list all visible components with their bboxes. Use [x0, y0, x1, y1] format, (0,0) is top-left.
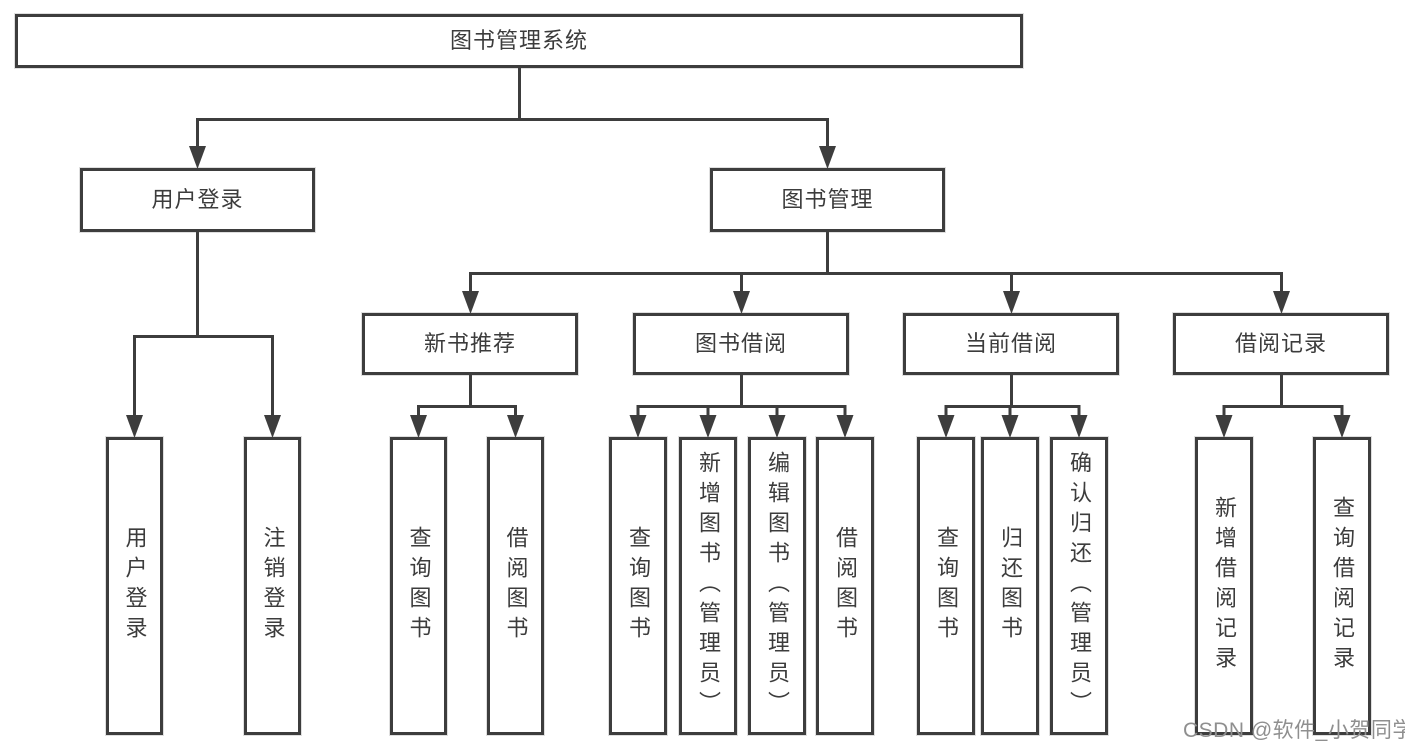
- leaf-nbr-borrow-books: 借阅图书: [487, 437, 544, 735]
- arrowhead-down: [1001, 415, 1019, 438]
- arrowhead-down: [1333, 415, 1351, 438]
- connector-line: [196, 68, 829, 148]
- leaf-bb-query-books: 查询图书: [609, 437, 667, 735]
- arrowhead-down: [629, 415, 647, 438]
- connector-line: [469, 232, 1283, 293]
- arrowhead-down: [1273, 291, 1290, 314]
- arrowhead-down: [1003, 291, 1020, 314]
- connector-new-book-recommendation-to-leaves: [410, 375, 524, 438]
- node-new-book-recommendation: 新书推荐: [362, 313, 578, 375]
- leaf-nbr-query-books: 查询图书: [390, 437, 447, 735]
- arrowhead-down: [836, 415, 854, 438]
- connector-line: [133, 232, 274, 418]
- leaf-bb-borrow-books: 借阅图书: [816, 437, 874, 735]
- node-book-management: 图书管理: [710, 168, 945, 232]
- connector-user-login-to-leaves: [126, 232, 281, 438]
- leaf-bb-add-books-admin: 新增图书（管理员）: [679, 437, 737, 735]
- arrowhead-down: [410, 415, 427, 438]
- leaf-br-add-borrow-record: 新增借阅记录: [1195, 437, 1253, 735]
- leaf-logout: 注销登录: [244, 437, 301, 735]
- arrowhead-down: [462, 291, 479, 314]
- connector-line: [1222, 375, 1344, 418]
- arrowhead-down: [768, 415, 786, 438]
- node-user-login: 用户登录: [80, 168, 315, 232]
- node-current-borrowing: 当前借阅: [903, 313, 1119, 375]
- arrowhead-down: [264, 415, 281, 438]
- leaf-br-query-borrow-record: 查询借阅记录: [1313, 437, 1371, 735]
- connector-line: [944, 375, 1081, 418]
- leaf-cb-query-books: 查询图书: [917, 437, 975, 735]
- leaf-user-login: 用户登录: [106, 437, 163, 735]
- arrowhead-down: [699, 415, 717, 438]
- connector-line: [636, 375, 847, 418]
- arrowhead-down: [189, 146, 206, 169]
- node-book-borrowing: 图书借阅: [633, 313, 849, 375]
- node-borrowing-records: 借阅记录: [1173, 313, 1389, 375]
- arrowhead-down: [733, 291, 750, 314]
- arrowhead-down: [937, 415, 955, 438]
- leaf-cb-confirm-return-admin: 确认归还（管理员）: [1050, 437, 1108, 735]
- connector-borrowing-records-to-leaves: [1215, 375, 1351, 438]
- connector-book-management-to-level3: [462, 232, 1290, 314]
- csdn-watermark: CSDN @软件_小贺同学: [1183, 719, 1405, 742]
- arrowhead-down: [1070, 415, 1088, 438]
- leaf-cb-return-books: 归还图书: [981, 437, 1039, 735]
- connector-book-borrowing-to-leaves: [629, 375, 854, 438]
- connector-line: [417, 375, 517, 418]
- arrowhead-down: [819, 146, 836, 169]
- arrowhead-down: [1215, 415, 1233, 438]
- connector-root-to-level2: [189, 68, 836, 169]
- connector-current-borrowing-to-leaves: [937, 375, 1088, 438]
- arrowhead-down: [126, 415, 143, 438]
- leaf-bb-edit-books-admin: 编辑图书（管理员）: [748, 437, 806, 735]
- node-root-book-management-system: 图书管理系统: [15, 14, 1023, 68]
- arrowhead-down: [507, 415, 524, 438]
